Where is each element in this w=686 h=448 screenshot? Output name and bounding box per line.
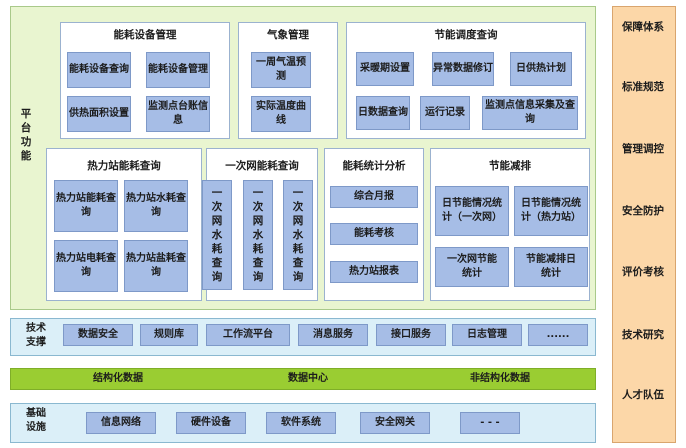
data-center: 数据中心 xyxy=(288,373,328,384)
energy-assessment[interactable]: 能耗考核 xyxy=(330,223,418,245)
daily-saving-station[interactable]: 日节能情况统计（热力站） xyxy=(514,186,588,236)
comprehensive-monthly-report[interactable]: 综合月报 xyxy=(330,186,418,208)
energy-equipment-manage[interactable]: 能耗设备管理 xyxy=(146,52,210,88)
tech-message-service[interactable]: 消息服务 xyxy=(298,324,368,346)
daily-heat-plan[interactable]: 日供热计划 xyxy=(510,52,572,86)
primary-water-query-1[interactable]: 一次网水耗查询 xyxy=(202,180,232,290)
structured-data: 结构化数据 xyxy=(93,373,143,384)
guarantee-region xyxy=(612,6,676,443)
energy-equipment-query[interactable]: 能耗设备查询 xyxy=(67,52,131,88)
heating-period-setting[interactable]: 采暖期设置 xyxy=(356,52,414,86)
tech-log-management[interactable]: 日志管理 xyxy=(452,324,522,346)
station-report[interactable]: 热力站报表 xyxy=(330,261,418,283)
primary-water-query-3[interactable]: 一次网水耗查询 xyxy=(283,180,313,290)
primary-water-query-2[interactable]: 一次网水耗查询 xyxy=(243,180,273,290)
daily-data-query[interactable]: 日数据查询 xyxy=(356,96,410,130)
primary-saving-stats[interactable]: 一次网节能统计 xyxy=(435,247,509,287)
station-title: 热力站能耗查询 xyxy=(87,160,161,172)
station-energy-query[interactable]: 热力站能耗查询 xyxy=(54,180,118,232)
weather-title: 气象管理 xyxy=(267,29,309,41)
guarantee-title: 保障体系 xyxy=(622,21,664,33)
daily-saving-primary[interactable]: 日节能情况统计（一次网） xyxy=(435,186,509,236)
infra-hardware[interactable]: 硬件设备 xyxy=(176,412,246,434)
run-record[interactable]: 运行记录 xyxy=(420,96,470,130)
guarantee-security[interactable]: 安全防护 xyxy=(622,205,664,217)
tech-workflow-platform[interactable]: 工作流平台 xyxy=(206,324,290,346)
unstructured-data: 非结构化数据 xyxy=(470,373,530,384)
tech-data-security[interactable]: 数据安全 xyxy=(63,324,133,346)
infra-info-network[interactable]: 信息网络 xyxy=(86,412,156,434)
monitor-point-ledger[interactable]: 监测点台账信息 xyxy=(146,96,210,132)
platform-function-label: 平 台 功 能 xyxy=(20,108,32,162)
infra-security-gateway[interactable]: 安全网关 xyxy=(360,412,430,434)
stats-title: 能耗统计分析 xyxy=(342,160,406,172)
dispatch-title: 节能调度查询 xyxy=(434,29,498,41)
infrastructure-label: 基础设施 xyxy=(26,408,46,433)
station-power-query[interactable]: 热力站电耗查询 xyxy=(54,240,118,292)
daily-reduction-stats[interactable]: 节能减排日统计 xyxy=(514,247,588,287)
guarantee-research[interactable]: 技术研究 xyxy=(622,329,664,341)
weekly-temp-forecast[interactable]: 一周气温预测 xyxy=(251,52,311,88)
station-salt-query[interactable]: 热力站盐耗查询 xyxy=(124,240,188,292)
abnormal-data-fix[interactable]: 异常数据修订 xyxy=(432,52,494,86)
guarantee-standards[interactable]: 标准规范 xyxy=(622,81,664,93)
tech-rule-base[interactable]: 规则库 xyxy=(140,324,198,346)
data-center-bar xyxy=(10,368,596,390)
monitor-point-collect[interactable]: 监测点信息采集及查询 xyxy=(482,96,578,130)
tech-more[interactable]: ...... xyxy=(528,324,588,346)
tech-support-label: 技术支撑 xyxy=(26,323,46,348)
primary-network-title: 一次网能耗查询 xyxy=(225,160,299,172)
heating-area-setting[interactable]: 供热面积设置 xyxy=(67,96,131,132)
infra-more[interactable]: - - - xyxy=(460,412,520,434)
energy-equipment-title: 能耗设备管理 xyxy=(113,29,177,41)
infra-software[interactable]: 软件系统 xyxy=(266,412,336,434)
guarantee-talent[interactable]: 人才队伍 xyxy=(622,389,664,401)
station-water-query[interactable]: 热力站水耗查询 xyxy=(124,180,188,232)
reduction-title: 节能减排 xyxy=(489,160,531,172)
guarantee-evaluation[interactable]: 评价考核 xyxy=(622,266,664,278)
guarantee-management[interactable]: 管理调控 xyxy=(622,143,664,155)
tech-interface-service[interactable]: 接口服务 xyxy=(376,324,446,346)
actual-temp-curve[interactable]: 实际温度曲线 xyxy=(251,96,311,132)
